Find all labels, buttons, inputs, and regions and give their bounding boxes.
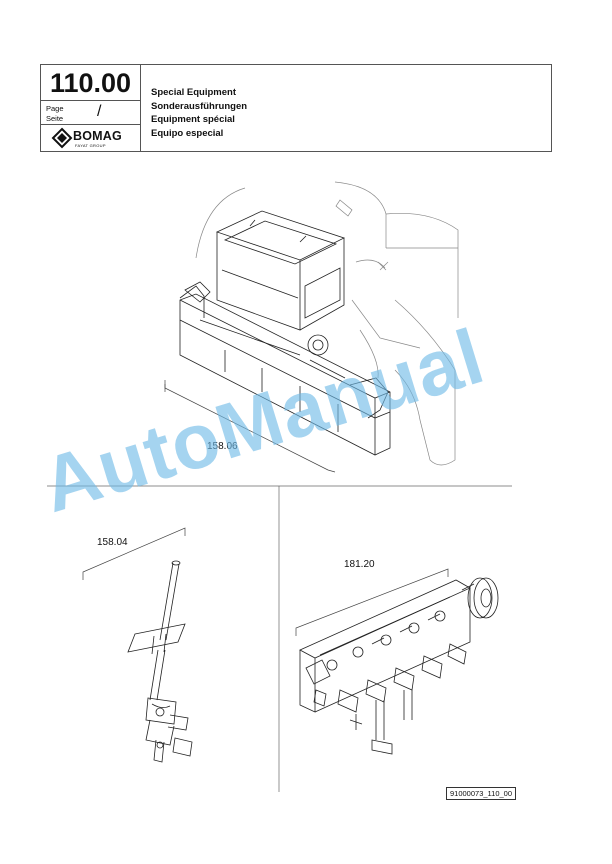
bomag-diamond-icon bbox=[51, 127, 73, 149]
title-en: Special Equipment bbox=[151, 87, 236, 98]
page-value: / bbox=[97, 103, 102, 120]
figure-code: 91000073_110_00 bbox=[446, 787, 517, 800]
manifold-assembly bbox=[299, 577, 499, 755]
callout-bracket-right bbox=[295, 568, 449, 636]
page-number: 110.00 bbox=[41, 65, 140, 101]
title-es: Equipo especial bbox=[151, 127, 224, 139]
title-list: Special Equipment Sonderausführungen Equ… bbox=[151, 86, 247, 140]
callout-bracket-left bbox=[82, 527, 186, 580]
title-fr: Equipment spécial bbox=[151, 114, 235, 125]
header-left-column: 110.00 Page Seite / BOMAG FAYAT GROUP bbox=[41, 65, 141, 151]
pipe-assembly bbox=[127, 560, 193, 763]
callout-158-06: 158.06 bbox=[207, 441, 238, 452]
brand-name: BOMAG bbox=[73, 129, 122, 143]
callout-181-20: 181.20 bbox=[344, 559, 375, 570]
divider-lines bbox=[47, 485, 512, 792]
title-de: Sonderausführungen bbox=[151, 100, 248, 112]
bar-assembly bbox=[179, 281, 391, 456]
page-label: Page bbox=[46, 104, 64, 113]
callout-bracket-top bbox=[164, 380, 336, 473]
tank-assembly bbox=[215, 210, 346, 331]
header-box: 110.00 Page Seite / BOMAG FAYAT GROUP Sp… bbox=[40, 64, 552, 152]
page-row: Page Seite / bbox=[41, 101, 140, 125]
callout-158-04: 158.04 bbox=[97, 537, 128, 548]
bomag-logo: BOMAG FAYAT GROUP bbox=[41, 125, 140, 151]
machine-outline bbox=[195, 181, 459, 466]
brand-sub: FAYAT GROUP bbox=[75, 143, 106, 148]
seite-label: Seite bbox=[46, 114, 64, 123]
